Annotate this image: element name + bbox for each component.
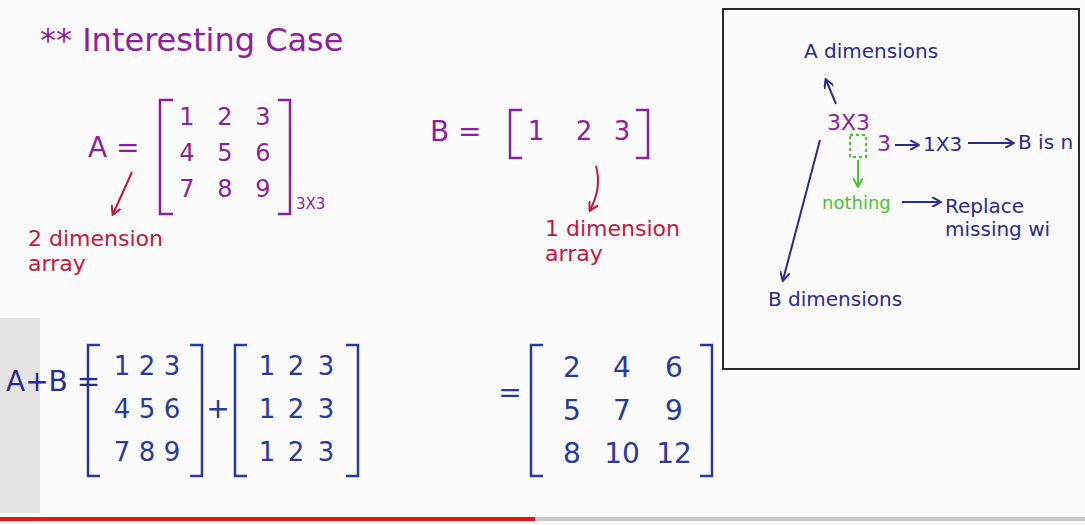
- matrix-entry: 1: [259, 352, 276, 382]
- matrix-entry: 12: [656, 438, 692, 470]
- shape-value: 1X3: [923, 133, 962, 156]
- matrix-entry: 6: [665, 352, 683, 384]
- matrix-entry: 2: [217, 104, 232, 132]
- operator: +: [206, 393, 229, 425]
- matrix-entry: 2: [288, 438, 305, 468]
- dimension-heading: B dimensions: [768, 288, 902, 311]
- note-text: B is n: [1018, 131, 1073, 154]
- matrix-entry: 6: [164, 395, 181, 425]
- pointer-arrow: [113, 172, 132, 214]
- matrix-entry: 8: [139, 438, 156, 468]
- shape-value: 3: [877, 131, 891, 156]
- matrix-entry: 1: [114, 352, 131, 382]
- matrix-entry: 1: [259, 395, 276, 425]
- matrix-entry: 3: [164, 352, 181, 382]
- pointer-arrow: [857, 160, 859, 186]
- matrix-entry: 1: [259, 438, 276, 468]
- missing-slot: [850, 135, 866, 157]
- explanation-panel: A dimensions 3X3 3 1X3 B is n nothing Replace …: [722, 8, 1080, 370]
- sum-brackets: [88, 345, 712, 476]
- matrix-entry: 3: [255, 104, 270, 132]
- board-title: ** Interesting Case: [40, 22, 343, 59]
- pointer-arrow: [895, 144, 918, 146]
- note-text: Replace missing wi: [945, 195, 1071, 241]
- shape-value: 3X3: [827, 110, 870, 135]
- shape-note: 3X3: [296, 196, 325, 213]
- matrix-entry: 4: [179, 140, 194, 168]
- missing-note: nothing: [822, 193, 891, 214]
- matrix-entry: 7: [114, 438, 131, 468]
- progress-bar: [0, 517, 535, 521]
- pointer-arrow: [826, 80, 836, 104]
- matrix-entry: 2: [576, 117, 593, 147]
- matrix-entry: 5: [139, 395, 156, 425]
- webcam-frame: [0, 318, 40, 513]
- matrix-entry: 3: [318, 438, 335, 468]
- matrix-entry: 5: [563, 395, 581, 427]
- pointer-arrow: [590, 166, 598, 210]
- matrix-entry: 3: [318, 395, 335, 425]
- matrix-name: B =: [430, 116, 482, 148]
- matrix-entry: 8: [217, 176, 232, 204]
- matrix-entry: 7: [613, 395, 631, 427]
- operator: =: [498, 377, 521, 409]
- matrix-entry: 2: [288, 352, 305, 382]
- pointer-arrow: [968, 142, 1013, 144]
- dimension-note: 1 dimension array: [545, 216, 705, 267]
- matrix-entry: 8: [563, 438, 581, 470]
- matrix-entry: 10: [604, 438, 640, 470]
- matrix-entry: 3: [318, 352, 335, 382]
- sum-label: A+B =: [6, 366, 100, 398]
- matrix-entry: 1: [528, 117, 545, 147]
- matrix-entry: 5: [217, 140, 232, 168]
- matrix-entry: 9: [164, 438, 181, 468]
- matrix-entry: 4: [114, 395, 131, 425]
- matrix-entry: 9: [665, 395, 683, 427]
- matrix-entry: 4: [613, 352, 631, 384]
- matrix-entry: 2: [139, 352, 156, 382]
- matrix-brackets: [160, 100, 648, 214]
- progress-track: [0, 517, 1085, 521]
- dimension-heading: A dimensions: [804, 40, 938, 63]
- matrix-entry: 9: [255, 176, 270, 204]
- matrix-entry: 7: [179, 176, 194, 204]
- pointer-arrow: [902, 201, 940, 203]
- matrix-entry: 1: [179, 104, 194, 132]
- pointer-arrow: [783, 140, 820, 280]
- matrix-entry: 2: [288, 395, 305, 425]
- matrix-name: A =: [88, 132, 140, 164]
- dimension-note: 2 dimension array: [28, 226, 188, 277]
- matrix-entry: 3: [614, 117, 631, 147]
- matrix-entry: 6: [255, 140, 270, 168]
- matrix-entry: 2: [563, 352, 581, 384]
